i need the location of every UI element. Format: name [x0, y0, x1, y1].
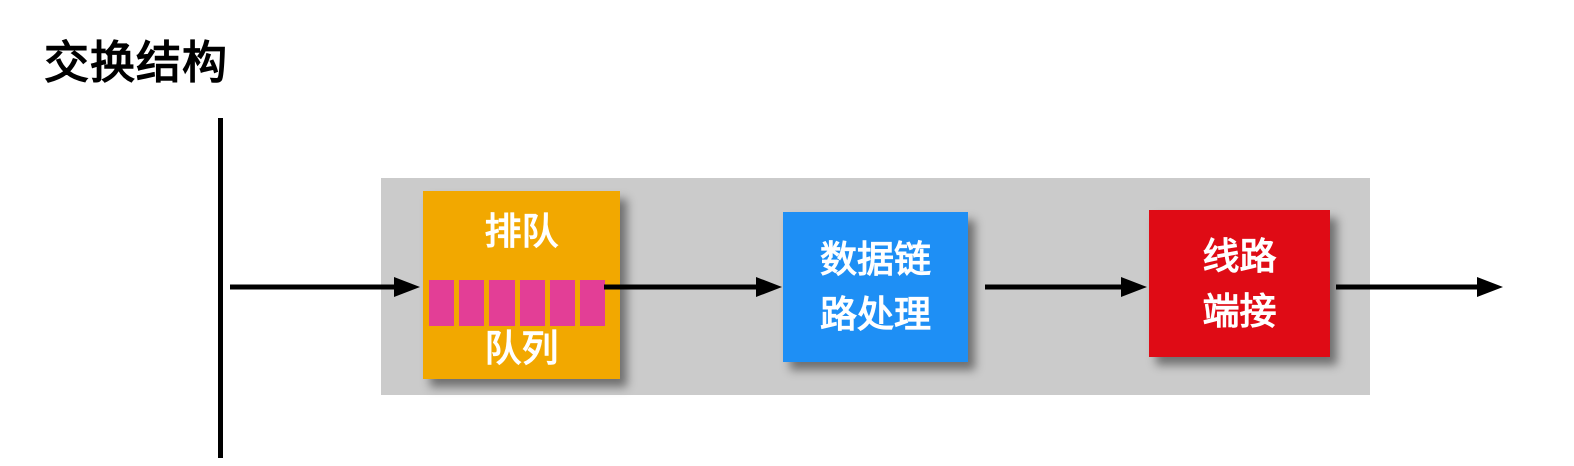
line-box-line2: 端接 [1202, 290, 1277, 332]
queue-cell [579, 280, 606, 326]
queue-cell [489, 280, 515, 326]
datalink-box-line2: 路处理 [820, 294, 931, 335]
queue-cells [429, 280, 606, 326]
line-termination-box: 线路 端接 [1149, 210, 1330, 357]
queue-cell [459, 280, 485, 326]
datalink-box-line1: 数据链 [820, 239, 931, 280]
queue-cell [429, 280, 455, 326]
diagram-title: 交换结构 [44, 37, 229, 88]
line-box-line1: 线路 [1202, 235, 1277, 277]
queue-box-label-top: 排队 [484, 211, 559, 252]
queue-box: 排队 队列 [423, 191, 620, 379]
queue-box-label-bottom: 队列 [484, 328, 559, 369]
queue-cell [519, 280, 545, 326]
datalink-processing-box: 数据链 路处理 [783, 212, 968, 362]
queue-cell [549, 280, 575, 326]
switch-fabric-line [218, 118, 223, 458]
